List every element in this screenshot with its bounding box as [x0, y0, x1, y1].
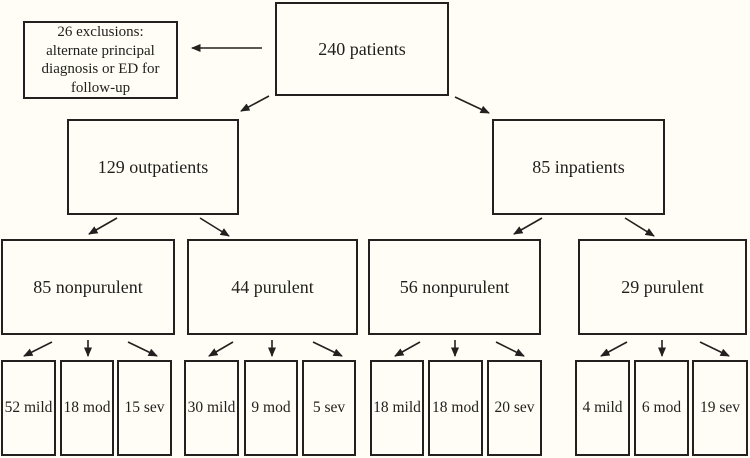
node-severity-19-sev: 19 sev — [692, 360, 748, 456]
arrow-patients-to-outpatients — [240, 95, 270, 112]
node-inpatients-nonpurulent: 56 nonpurulent — [368, 239, 541, 335]
node-inpatients: 85 inpatients — [492, 119, 665, 215]
arrow-l3a-mild — [23, 341, 53, 357]
arrow-inpatients-to-nonpurulent — [513, 217, 543, 235]
severity-label: 18 mod — [432, 399, 479, 416]
arrow-outpatients-to-purulent — [199, 217, 230, 237]
arrow-patients-to-inpatients — [454, 96, 490, 114]
arrow-l3c-sev — [495, 341, 525, 357]
node-severity-4-mild: 4 mild — [575, 360, 630, 456]
arrow-l3d-mild — [600, 341, 628, 357]
node-severity-5-sev: 5 sev — [302, 360, 356, 456]
severity-label: 9 mod — [251, 399, 291, 416]
exclusions-line-3: diagnosis or ED for — [41, 61, 160, 77]
severity-label: 19 sev — [699, 399, 741, 416]
severity-label: 20 sev — [494, 399, 535, 416]
arrow-l3b-sev — [312, 341, 343, 357]
exclusions-text: 26 exclusions: alternate principal diagn… — [42, 23, 160, 97]
severity-label: 18 mod — [63, 399, 111, 416]
node-total-patients-label: 240 patients — [318, 38, 406, 59]
node-severity-20-sev: 20 sev — [487, 360, 542, 456]
node-severity-18-mild: 18 mild — [370, 360, 424, 456]
node-outpatients-label: 129 outpatients — [97, 156, 209, 177]
node-severity-30-mild: 30 mild — [184, 360, 239, 456]
arrow-l3c-mild — [394, 341, 421, 357]
node-exclusions: 26 exclusions: alternate principal diagn… — [23, 21, 178, 99]
arrow-outpatients-to-nonpurulent — [88, 217, 118, 235]
exclusions-line-4: follow-up — [70, 79, 131, 96]
severity-label: 18 mild — [373, 399, 421, 416]
node-inpatients-purulent: 29 purulent — [578, 239, 747, 335]
node-outpatients-purulent-label: 44 purulent — [231, 276, 314, 297]
node-outpatients-nonpurulent-label: 85 nonpurulent — [33, 276, 143, 297]
severity-label: 52 mild — [4, 399, 53, 416]
node-severity-9-mod: 9 mod — [244, 360, 298, 456]
severity-label: 15 sev — [124, 399, 165, 416]
node-total-patients: 240 patients — [275, 2, 449, 96]
node-outpatients-nonpurulent: 85 nonpurulent — [1, 239, 175, 335]
arrow-l3d-sev — [699, 341, 730, 357]
arrow-l3b-mild — [208, 341, 234, 357]
node-severity-52-mild: 52 mild — [1, 360, 56, 456]
node-inpatients-label: 85 inpatients — [532, 156, 625, 177]
node-outpatients-purulent: 44 purulent — [187, 239, 358, 335]
severity-label: 6 mod — [641, 399, 682, 416]
node-severity-18-mod-inpatient: 18 mod — [428, 360, 483, 456]
node-severity-15-sev: 15 sev — [117, 360, 172, 456]
severity-label: 30 mild — [187, 399, 236, 416]
exclusions-line-1: 26 exclusions: — [57, 24, 144, 40]
severity-label: 5 sev — [312, 399, 346, 416]
node-severity-18-mod: 18 mod — [60, 360, 114, 456]
node-inpatients-nonpurulent-label: 56 nonpurulent — [399, 276, 510, 297]
severity-label: 4 mild — [582, 399, 623, 416]
node-severity-6-mod: 6 mod — [634, 360, 689, 456]
node-outpatients: 129 outpatients — [67, 119, 239, 215]
arrow-inpatients-to-purulent — [624, 217, 655, 237]
arrow-l3a-sev — [127, 341, 158, 357]
exclusions-line-2: alternate principal — [46, 42, 155, 59]
node-inpatients-purulent-label: 29 purulent — [621, 276, 704, 297]
